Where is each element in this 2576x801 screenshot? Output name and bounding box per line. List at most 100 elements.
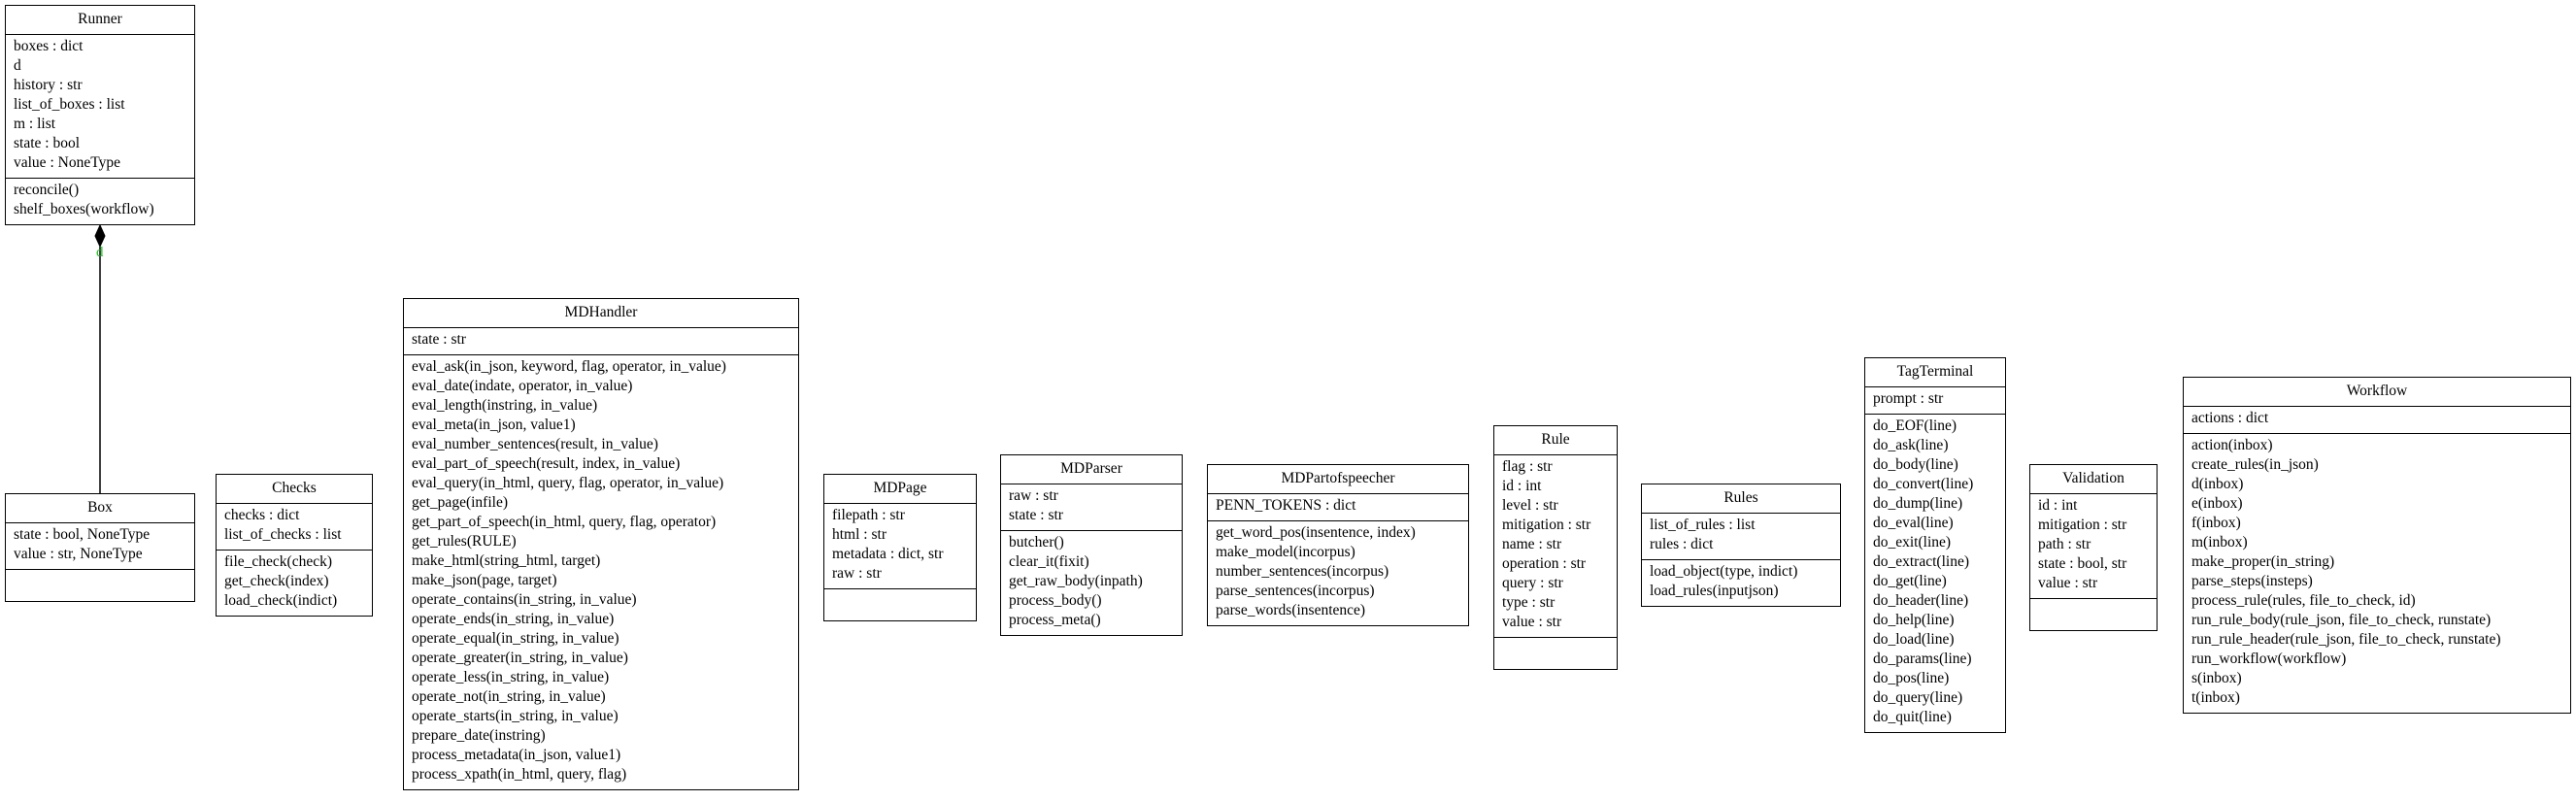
method: make_html(string_html, target) bbox=[412, 552, 601, 569]
class-attributes: list_of_rules : list rules : dict bbox=[1642, 513, 1840, 559]
class-attributes: raw : str state : str bbox=[1001, 484, 1182, 530]
attribute: name : str bbox=[1502, 536, 1562, 552]
attribute: mitigation : str bbox=[2038, 517, 2127, 533]
method: create_rules(in_json) bbox=[2191, 456, 2319, 473]
attribute: mitigation : str bbox=[1502, 517, 1591, 533]
method: do_dump(line) bbox=[1873, 495, 1963, 512]
class-attributes: filepath : str html : str metadata : dic… bbox=[824, 503, 976, 588]
class-runner[interactable]: Runner boxes : dict d history : str list… bbox=[5, 5, 195, 225]
method: get_page(infile) bbox=[412, 494, 508, 511]
method: s(inbox) bbox=[2191, 670, 2242, 686]
class-name: Workflow bbox=[2346, 383, 2408, 399]
class-rule[interactable]: Rule flag : str id : int level : str mit… bbox=[1493, 425, 1618, 670]
method: reconcile() bbox=[14, 182, 80, 198]
method: do_quit(line) bbox=[1873, 709, 1952, 725]
class-methods: reconcile() shelf_boxes(workflow) bbox=[6, 178, 194, 224]
method: get_part_of_speech(in_html, query, flag,… bbox=[412, 514, 717, 530]
method: number_sentences(incorpus) bbox=[1216, 563, 1389, 580]
class-methods bbox=[824, 588, 976, 619]
method: operate_equal(in_string, in_value) bbox=[412, 630, 619, 647]
method: make_json(page, target) bbox=[412, 572, 557, 588]
method: clear_it(fixit) bbox=[1009, 553, 1089, 570]
method: do_header(line) bbox=[1873, 592, 1969, 609]
class-name: Rules bbox=[1723, 489, 1758, 506]
class-attributes: prompt : str bbox=[1865, 386, 2005, 414]
attribute: path : str bbox=[2038, 536, 2091, 552]
method: eval_ask(in_json, keyword, flag, operato… bbox=[412, 358, 726, 375]
method: get_word_pos(insentence, index) bbox=[1216, 524, 1416, 541]
class-attributes: actions : dict bbox=[2184, 406, 2570, 433]
method: make_proper(in_string) bbox=[2191, 553, 2335, 570]
class-name: MDPage bbox=[873, 480, 927, 496]
class-mdpage[interactable]: MDPage filepath : str html : str metadat… bbox=[823, 474, 977, 621]
method: prepare_date(instring) bbox=[412, 727, 546, 744]
method: do_body(line) bbox=[1873, 456, 1958, 473]
attribute: operation : str bbox=[1502, 555, 1587, 572]
method: eval_number_sentences(result, in_value) bbox=[412, 436, 658, 452]
method: t(inbox) bbox=[2191, 689, 2240, 706]
method: file_check(check) bbox=[224, 553, 333, 570]
method: operate_contains(in_string, in_value) bbox=[412, 591, 637, 608]
attribute: list_of_rules : list bbox=[1650, 517, 1756, 533]
class-methods: get_word_pos(insentence, index) make_mod… bbox=[1208, 520, 1468, 625]
class-mdhandler[interactable]: MDHandler state : str eval_ask(in_json, … bbox=[403, 298, 799, 790]
class-box[interactable]: Box state : bool, NoneType value : str, … bbox=[5, 493, 195, 602]
method: operate_less(in_string, in_value) bbox=[412, 669, 610, 685]
composition-diamond bbox=[94, 223, 106, 249]
attribute: level : str bbox=[1502, 497, 1558, 514]
attribute: type : str bbox=[1502, 594, 1556, 611]
method: do_pos(line) bbox=[1873, 670, 1950, 686]
attribute: value : NoneType bbox=[14, 154, 120, 171]
attribute: prompt : str bbox=[1873, 390, 1944, 407]
class-tagterminal[interactable]: TagTerminal prompt : str do_EOF(line) do… bbox=[1864, 357, 2006, 733]
method: d(inbox) bbox=[2191, 476, 2244, 492]
attribute: history : str bbox=[14, 77, 83, 93]
method: load_rules(inputjson) bbox=[1650, 583, 1779, 599]
method: eval_part_of_speech(result, index, in_va… bbox=[412, 455, 681, 472]
method: process_body() bbox=[1009, 592, 1102, 609]
method: process_xpath(in_html, query, flag) bbox=[412, 766, 627, 783]
class-attributes: checks : dict list_of_checks : list bbox=[217, 503, 372, 550]
class-name: MDPartofspeecher bbox=[1281, 470, 1395, 486]
method: parse_steps(insteps) bbox=[2191, 573, 2313, 589]
method: do_extract(line) bbox=[1873, 553, 1969, 570]
attribute: rules : dict bbox=[1650, 536, 1714, 552]
method: load_check(indict) bbox=[224, 592, 338, 609]
attribute: list_of_checks : list bbox=[224, 526, 342, 543]
method: do_params(line) bbox=[1873, 651, 1972, 667]
attribute: raw : str bbox=[1009, 487, 1058, 504]
method: do_get(line) bbox=[1873, 573, 1947, 589]
attribute: value : str bbox=[1502, 614, 1562, 630]
attribute: id : int bbox=[1502, 478, 1542, 494]
class-checks[interactable]: Checks checks : dict list_of_checks : li… bbox=[216, 474, 373, 617]
class-methods: butcher() clear_it(fixit) get_raw_body(i… bbox=[1001, 530, 1182, 635]
method: m(inbox) bbox=[2191, 534, 2248, 551]
method: process_rule(rules, file_to_check, id) bbox=[2191, 592, 2416, 609]
method: operate_starts(in_string, in_value) bbox=[412, 708, 619, 724]
method: parse_sentences(incorpus) bbox=[1216, 583, 1375, 599]
class-workflow[interactable]: Workflow actions : dict action(inbox) cr… bbox=[2183, 377, 2571, 714]
attribute: PENN_TOKENS : dict bbox=[1216, 497, 1356, 514]
method: f(inbox) bbox=[2191, 515, 2241, 531]
attribute: raw : str bbox=[832, 565, 882, 582]
method: run_rule_header(rule_json, file_to_check… bbox=[2191, 631, 2501, 648]
class-mdparser[interactable]: MDParser raw : str state : str butcher()… bbox=[1000, 454, 1183, 636]
class-mdpartofspeecher[interactable]: MDPartofspeecher PENN_TOKENS : dict get_… bbox=[1207, 464, 1469, 626]
class-rules[interactable]: Rules list_of_rules : list rules : dict … bbox=[1641, 484, 1841, 607]
method: parse_words(insentence) bbox=[1216, 602, 1366, 618]
class-validation[interactable]: Validation id : int mitigation : str pat… bbox=[2029, 464, 2158, 631]
method: do_EOF(line) bbox=[1873, 417, 1957, 434]
method: process_meta() bbox=[1009, 612, 1101, 628]
method: get_raw_body(inpath) bbox=[1009, 573, 1143, 589]
attribute: value : str, NoneType bbox=[14, 546, 143, 562]
method: action(inbox) bbox=[2191, 437, 2273, 453]
method: butcher() bbox=[1009, 534, 1064, 551]
method: operate_not(in_string, in_value) bbox=[412, 688, 606, 705]
class-name: MDParser bbox=[1060, 460, 1122, 477]
attribute: boxes : dict bbox=[14, 38, 84, 54]
method: eval_length(instring, in_value) bbox=[412, 397, 598, 414]
method: do_help(line) bbox=[1873, 612, 1955, 628]
method: do_exit(line) bbox=[1873, 534, 1952, 551]
attribute: state : str bbox=[1009, 507, 1063, 523]
